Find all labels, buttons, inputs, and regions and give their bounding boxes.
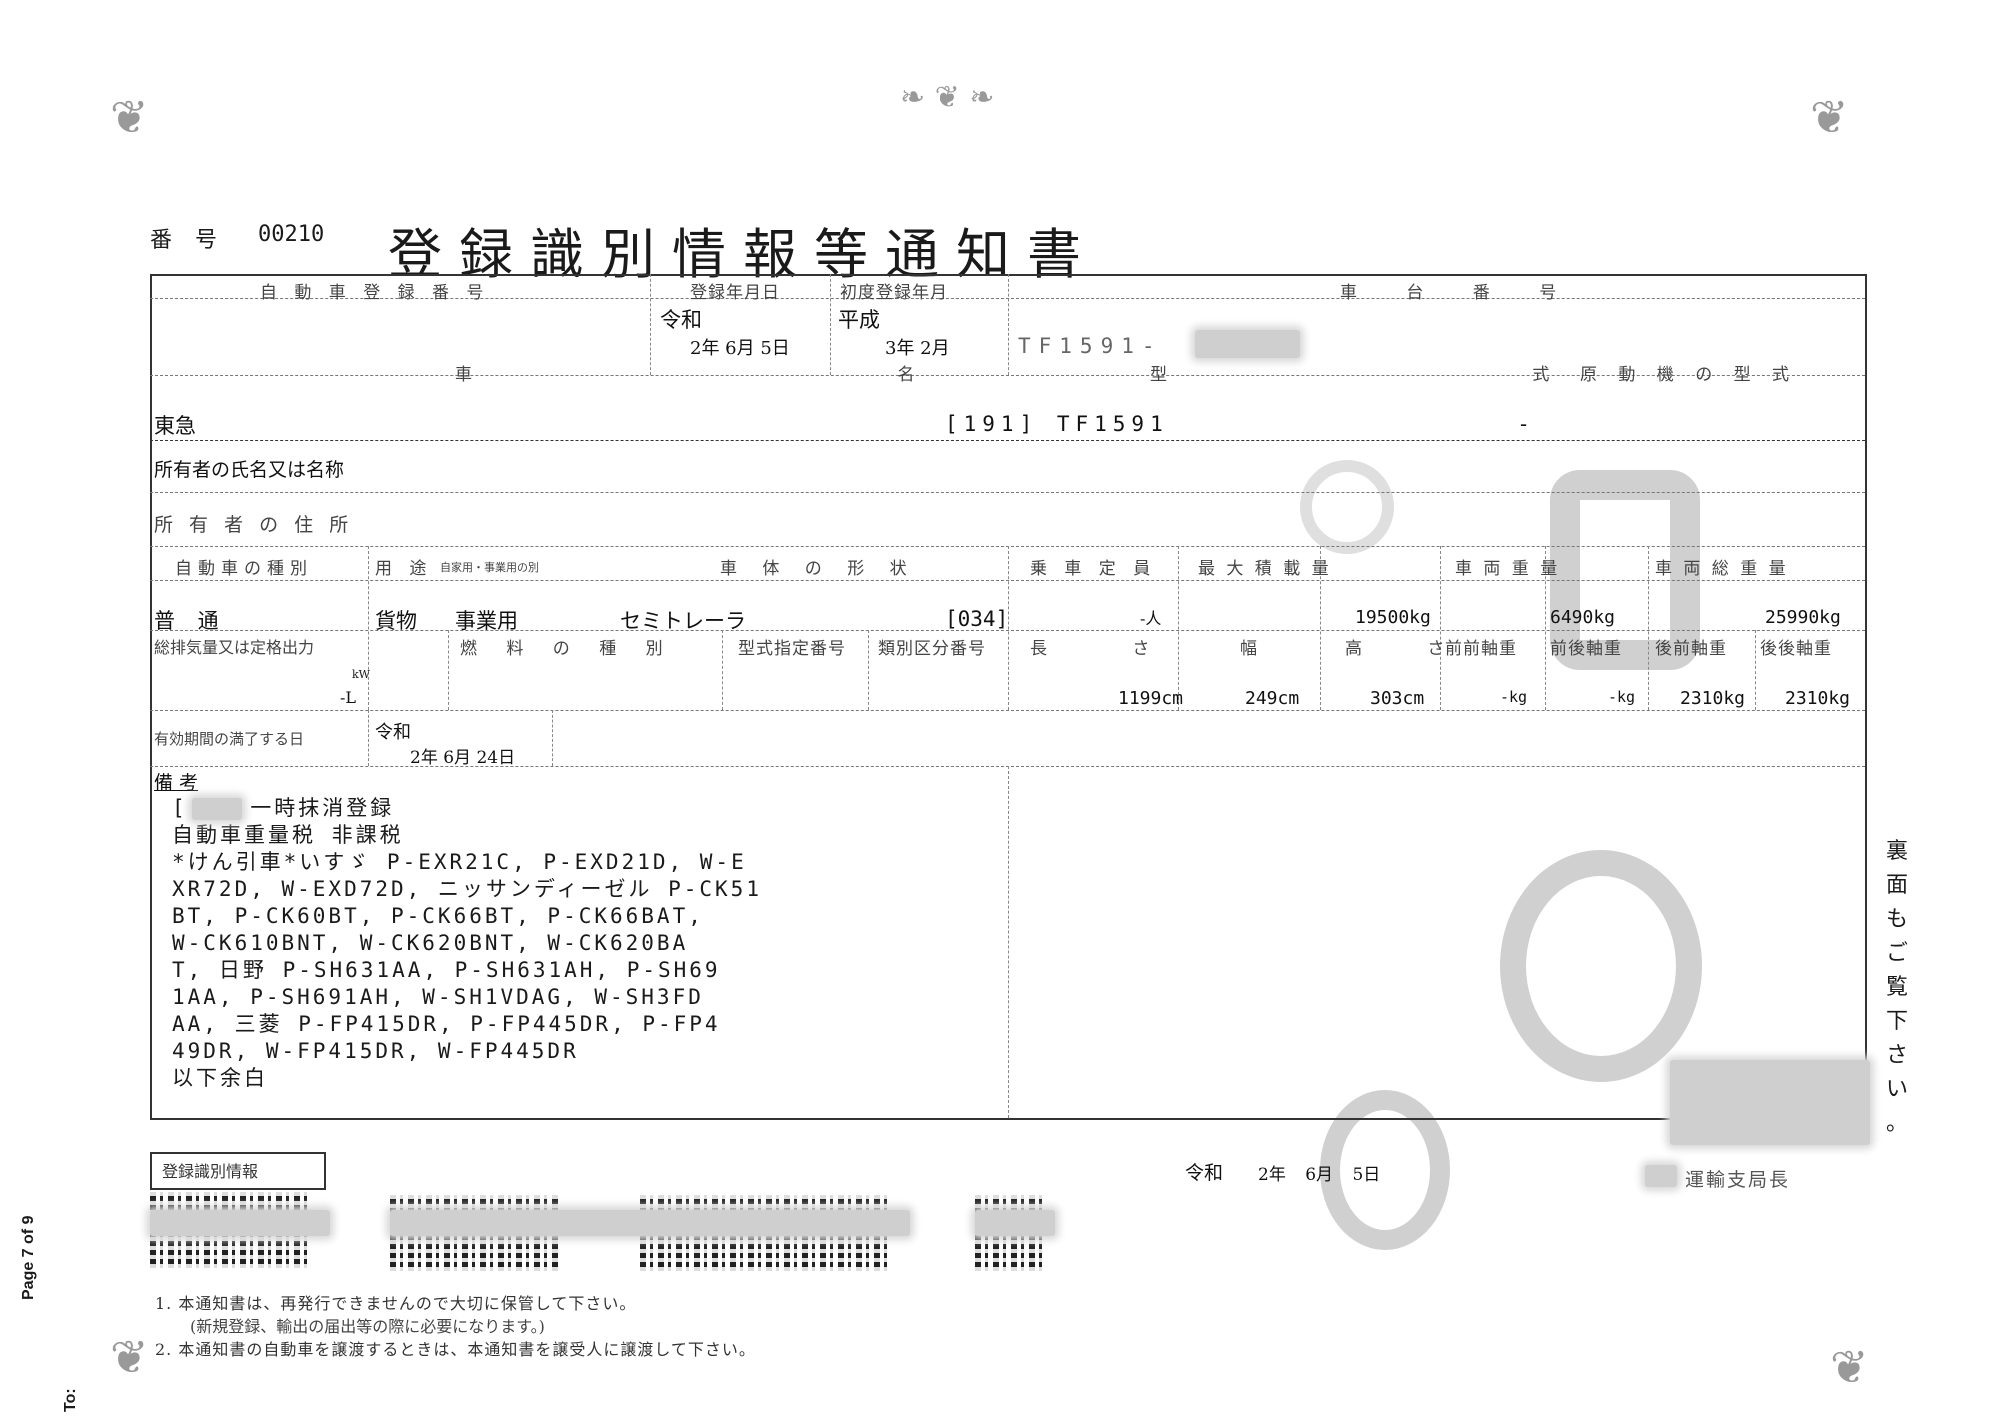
vehicle-type-label: 自動車の種別 xyxy=(175,559,313,579)
width-label: 幅 xyxy=(1240,639,1263,659)
side-note: 裏 面 も ご 覧 下 さ い 。 xyxy=(1885,839,1908,1136)
registration-date: 2年 6月 5日 xyxy=(690,338,790,359)
model-code: [191] TF1591 xyxy=(945,412,1169,436)
displacement-unit: kW xyxy=(352,668,370,681)
id-marker-label: 登録識別情報 xyxy=(162,1162,259,1181)
owner-address-label: 所 有 者 の 住 所 xyxy=(154,514,354,536)
corner-ornament-top-left: ❦ xyxy=(110,90,149,144)
length-label: 長 さ xyxy=(1030,639,1190,659)
document-number: 00210 xyxy=(258,222,325,247)
displacement-label: 総排気量又は定格出力 xyxy=(154,638,315,657)
expiry-date-label: 有効期間の満了する日 xyxy=(154,730,305,748)
issue-date-era: 令和 xyxy=(1185,1162,1224,1184)
vehicle-weight-value: 6490kg xyxy=(1550,607,1616,628)
front-rear-axle-label: 前後軸重 xyxy=(1550,639,1622,659)
expiry-date: 2年 6月 24日 xyxy=(410,748,516,768)
height-label: 高 さ xyxy=(1345,639,1475,659)
id-marker-box xyxy=(150,1152,326,1190)
corner-ornament-bottom-right: ❦ xyxy=(1830,1340,1869,1394)
first-registration-label: 初度登録年月 xyxy=(840,283,948,303)
redacted-code xyxy=(390,1210,910,1236)
redacted-remarks-id xyxy=(192,798,242,820)
remarks-line: 以下余白 xyxy=(172,1066,268,1090)
length-value: 1199cm xyxy=(1118,688,1184,709)
first-registration-date: 3年 2月 xyxy=(885,338,950,359)
issuing-office: 運輸支局長 xyxy=(1685,1169,1791,1191)
type-approval-label: 型式指定番号 xyxy=(738,639,846,659)
use-value: 貨物 xyxy=(375,609,417,633)
registration-date-era: 令和 xyxy=(660,308,702,332)
corner-ornament-top-right: ❦ xyxy=(1810,90,1849,144)
business-use: 事業用 xyxy=(455,609,518,633)
top-center-ornament: ❧ ❦ ❧ xyxy=(900,80,995,115)
car-name-label: 車 名 xyxy=(455,365,1125,385)
expiry-date-era: 令和 xyxy=(375,722,411,743)
issue-date: 2年 6月 5日 xyxy=(1258,1165,1381,1185)
fax-to-label: To: xyxy=(62,1388,79,1412)
rear-rear-axle-label: 後後軸重 xyxy=(1760,639,1832,659)
remarks-line: AA, 三菱 P-FP415DR, P-FP445DR, P-FP4 xyxy=(172,1012,721,1036)
displacement-value: -L xyxy=(340,688,357,707)
rear-front-axle-label: 後前軸重 xyxy=(1655,639,1727,659)
document-number-label: 番 号 xyxy=(150,228,225,253)
rear-front-axle-value: 2310kg xyxy=(1680,688,1746,709)
chassis-number-label: 車 台 番 号 xyxy=(1340,283,1579,303)
body-shape: セミトレーラ xyxy=(620,609,746,633)
capacity-value: -人 xyxy=(1140,609,1162,628)
corner-ornament-bottom-left: ❦ xyxy=(110,1330,149,1384)
use-sub-label: 自家用・事業用の別 xyxy=(440,561,539,574)
footer-note-1b: (新規登録、輸出の届出等の際に必要になります。) xyxy=(190,1317,545,1336)
watermark-ring xyxy=(1300,460,1394,554)
registration-date-label: 登録年月日 xyxy=(690,283,780,303)
first-registration-era: 平成 xyxy=(838,308,880,332)
footer-note-1: 1. 本通知書は、再発行できませんので大切に保管して下さい。 xyxy=(155,1294,637,1313)
registration-number-label: 自 動 車 登 録 番 号 xyxy=(260,283,490,303)
height-value: 303cm xyxy=(1370,688,1425,709)
model-label: 型 式 xyxy=(1150,365,1730,385)
redacted-chassis-suffix xyxy=(1195,330,1300,358)
use-label: 用 途 xyxy=(375,559,433,579)
engine-model-label: 原 動 機 の 型 式 xyxy=(1580,365,1798,385)
car-name: 東急 xyxy=(154,414,196,438)
remarks-line: 1AA, P-SH691AH, W-SH1VDAG, W-SH3FD xyxy=(172,985,704,1009)
max-load-label: 最 大 積 載 量 xyxy=(1198,559,1332,579)
vehicle-weight-label: 車 両 重 量 xyxy=(1455,559,1561,579)
remarks-line: *けん引車*いすゞ P-EXR21C, P-EXD21D, W-E xyxy=(172,850,747,874)
watermark-ring xyxy=(1550,470,1700,670)
redacted-code xyxy=(975,1210,1055,1236)
vehicle-type: 普 通 xyxy=(154,609,227,633)
front-front-axle-label: 前前軸重 xyxy=(1445,639,1517,659)
capacity-label: 乗 車 定 員 xyxy=(1030,559,1157,579)
remarks-line: 49DR, W-FP415DR, W-FP445DR xyxy=(172,1039,579,1063)
remarks-line: BT, P-CK60BT, P-CK66BT, P-CK66BAT, xyxy=(172,904,704,928)
classification-label: 類別区分番号 xyxy=(878,639,986,659)
gross-weight-label: 車 両 総 重 量 xyxy=(1655,559,1789,579)
gross-weight-value: 25990kg xyxy=(1765,607,1841,628)
front-front-axle-value: -kg xyxy=(1500,688,1528,706)
body-shape-label: 車 体 の 形 状 xyxy=(720,559,917,579)
remarks-text: [ ], 一時抹消登録 自動車重量税 非課税 *けん引車*いすゞ P-EXR21… xyxy=(172,795,762,1092)
remarks-line: W-CK610BNT, W-CK620BNT, W-CK620BA xyxy=(172,931,689,955)
redacted-code xyxy=(150,1210,330,1236)
front-rear-axle-value: -kg xyxy=(1608,688,1636,706)
chassis-number: TF1591- xyxy=(1018,334,1163,358)
max-load-value: 19500kg xyxy=(1355,607,1431,628)
engine-model: - xyxy=(1520,412,1528,436)
remarks-line: 自動車重量税 非課税 xyxy=(172,823,404,847)
body-shape-code: [034] xyxy=(945,607,1009,631)
redacted-stamp xyxy=(1670,1060,1870,1145)
remarks-line: T, 日野 P-SH631AA, P-SH631AH, P-SH69 xyxy=(172,958,721,982)
fuel-type-label: 燃 料 の 種 別 xyxy=(460,639,675,659)
fax-page-indicator: Page 7 of 9 xyxy=(20,1215,37,1300)
footer-note-2: 2. 本通知書の自動車を譲渡するときは、本通知書を譲受人に譲渡して下さい。 xyxy=(155,1340,756,1359)
remarks-line: [ ], 一時抹消登録 xyxy=(172,796,395,820)
watermark-ring xyxy=(1500,850,1702,1082)
redacted-office-name xyxy=(1645,1165,1677,1187)
remarks-label: 備 考 xyxy=(154,772,199,794)
owner-name-label: 所有者の氏名又は名称 xyxy=(154,459,345,481)
width-value: 249cm xyxy=(1245,688,1300,709)
rear-rear-axle-value: 2310kg xyxy=(1785,688,1851,709)
remarks-line: XR72D, W-EXD72D, ニッサンディーゼル P-CK51 xyxy=(172,877,762,901)
